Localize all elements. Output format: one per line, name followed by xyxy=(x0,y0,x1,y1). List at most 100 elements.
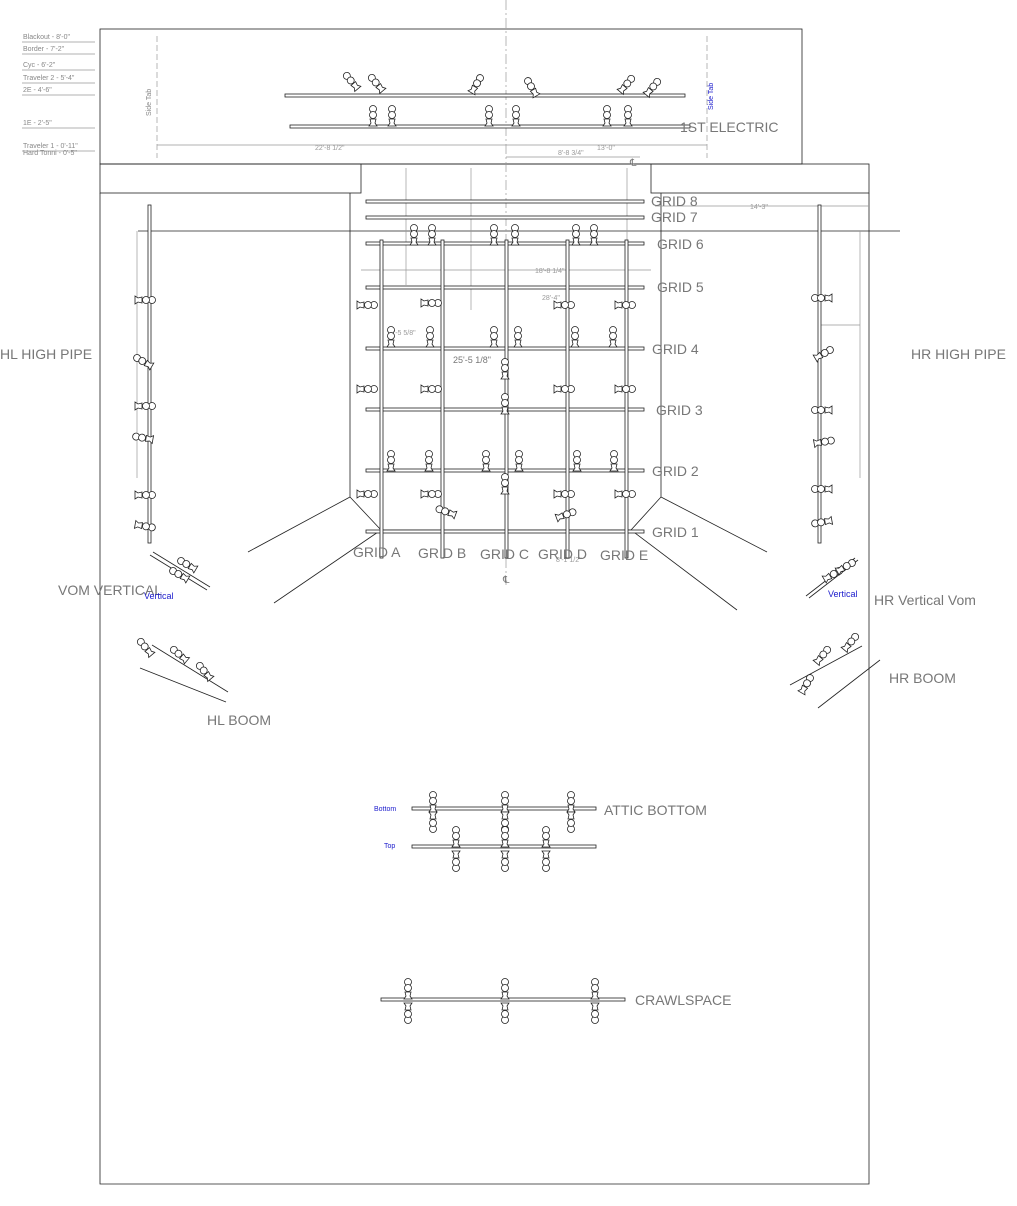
label-side-tab-left: Side Tab xyxy=(146,89,153,116)
fixture-symbol xyxy=(797,674,814,696)
fixture-symbol xyxy=(811,484,833,494)
fixture-symbol xyxy=(514,450,524,472)
fixture-symbol xyxy=(510,224,520,246)
fixture-symbol xyxy=(481,450,491,472)
fixture-symbol xyxy=(356,489,378,499)
fixture-symbol xyxy=(134,295,156,305)
fixture-symbol xyxy=(572,450,582,472)
fixture-symbol xyxy=(368,105,378,127)
fixture-symbol xyxy=(589,224,599,246)
trim-hard-tonni: Hard Tonni - 0'-5" xyxy=(23,150,77,157)
dim-13-0: 13'-0" xyxy=(597,145,615,152)
label-attic-bottom: ATTIC BOTTOM xyxy=(604,802,707,818)
fixture-symbol xyxy=(571,224,581,246)
fixture-symbol xyxy=(451,850,461,872)
fixture-symbol xyxy=(489,224,499,246)
label-grid-4: GRID 4 xyxy=(652,341,699,357)
fixture-symbol xyxy=(566,811,576,833)
fixture-symbol xyxy=(500,978,510,1000)
fixture-symbol xyxy=(403,978,413,1000)
fixture-symbol xyxy=(136,637,156,659)
dim-28-4: 28'-4" xyxy=(542,295,560,302)
fixture-symbol xyxy=(424,450,434,472)
fixture-symbol xyxy=(425,326,435,348)
label-grid-1: GRID 1 xyxy=(652,524,699,540)
label-crawlspace: CRAWLSPACE xyxy=(635,992,731,1008)
fixture-symbol xyxy=(133,519,156,532)
fixture-symbol xyxy=(386,326,396,348)
label-grid-2: GRID 2 xyxy=(652,463,699,479)
fixture-symbol xyxy=(566,791,576,813)
centerline-mark-top: ℄ xyxy=(629,158,637,169)
dim-14-3: 14'-3" xyxy=(750,204,768,211)
label-grid-a: GRID A xyxy=(353,544,401,560)
fixture-symbol xyxy=(541,826,551,848)
fixture-symbol xyxy=(409,224,419,246)
fixture-symbol xyxy=(132,432,155,445)
fixture-symbol xyxy=(420,489,442,499)
fixture-symbol xyxy=(134,401,156,411)
trim-blackout: Blackout - 8'-0" xyxy=(23,34,71,41)
label-hr-boom: HR BOOM xyxy=(889,670,956,686)
fixture-symbol xyxy=(811,405,833,415)
fixture-symbol xyxy=(386,450,396,472)
fixture-symbol xyxy=(342,71,362,93)
fixture-symbol xyxy=(811,293,833,303)
fixture-symbol xyxy=(500,473,510,495)
label-vom-vertical: VOM VERTICAL xyxy=(58,582,162,598)
fixture-symbol xyxy=(608,326,618,348)
fixture-symbol xyxy=(420,384,442,394)
fixture-symbol xyxy=(616,74,636,96)
fixture-symbol xyxy=(524,77,541,99)
fixture-symbol xyxy=(387,105,397,127)
fixture-symbol xyxy=(451,826,461,848)
fixture-symbol xyxy=(420,298,442,308)
dim-8-8: 8'-8 3/4" xyxy=(558,150,584,157)
label-grid-c: GRID C xyxy=(480,546,529,562)
trim-1e: 1E - 2'-5" xyxy=(23,120,52,127)
label-side-tab-right: Side Tab xyxy=(708,83,715,110)
fixture-symbol xyxy=(428,811,438,833)
trim-traveler-1: Traveler 1 - 0'-11" xyxy=(23,143,78,150)
label-top: Top xyxy=(384,843,395,850)
fixture-symbol xyxy=(511,105,521,127)
fixture-symbol xyxy=(614,384,636,394)
label-vertical-right: Vertical xyxy=(828,589,858,599)
fixture-symbol xyxy=(133,354,155,371)
fixture-symbol xyxy=(553,384,575,394)
label-1st-electric: 1ST ELECTRIC xyxy=(680,119,779,135)
trim-traveler-2: Traveler 2 - 5'-4" xyxy=(23,75,75,82)
fixture-symbol xyxy=(356,384,378,394)
fixture-symbol xyxy=(614,489,636,499)
fixture-symbol xyxy=(811,515,834,528)
label-grid-6: GRID 6 xyxy=(657,236,704,252)
dimensions: 22'-8 1/2" 13'-0" 8'-8 3/4" 14'-3" 18'-8… xyxy=(157,144,869,586)
fixture-symbol xyxy=(513,326,523,348)
fixture-symbol xyxy=(356,300,378,310)
label-grid-7: GRID 7 xyxy=(651,209,698,225)
label-grid-d: GRID D xyxy=(538,546,587,562)
fixture-symbol xyxy=(428,791,438,813)
label-grid-3: GRID 3 xyxy=(656,402,703,418)
centerline-mark: ℄ xyxy=(502,575,510,586)
label-bottom: Bottom xyxy=(374,806,396,813)
dim-1-5: 1'-5 5/8" xyxy=(390,330,416,337)
fixture-symbol xyxy=(812,436,835,449)
trim-2e: 2E - 4'-6" xyxy=(23,87,52,94)
fixture-symbol xyxy=(500,850,510,872)
fixture-symbol xyxy=(840,632,860,654)
fixture-symbol xyxy=(554,508,577,523)
fixture-symbol xyxy=(614,300,636,310)
fixture-symbol xyxy=(602,105,612,127)
fixture-symbol xyxy=(427,224,437,246)
label-vertical-left: Vertical xyxy=(144,591,174,601)
fixture-symbol xyxy=(541,850,551,872)
trim-height-legend: Blackout - 8'-0" Border - 7'-2" Cyc - 6'… xyxy=(22,34,95,157)
trim-border: Border - 7'-2" xyxy=(23,46,65,53)
fixture-symbol xyxy=(134,490,156,500)
fixture-symbol xyxy=(500,393,510,415)
position-labels: 1ST ELECTRIC Side Tab Side Tab GRID 8 GR… xyxy=(0,83,1006,1008)
fixture-symbol xyxy=(812,346,834,363)
fixture-symbol xyxy=(642,77,662,99)
